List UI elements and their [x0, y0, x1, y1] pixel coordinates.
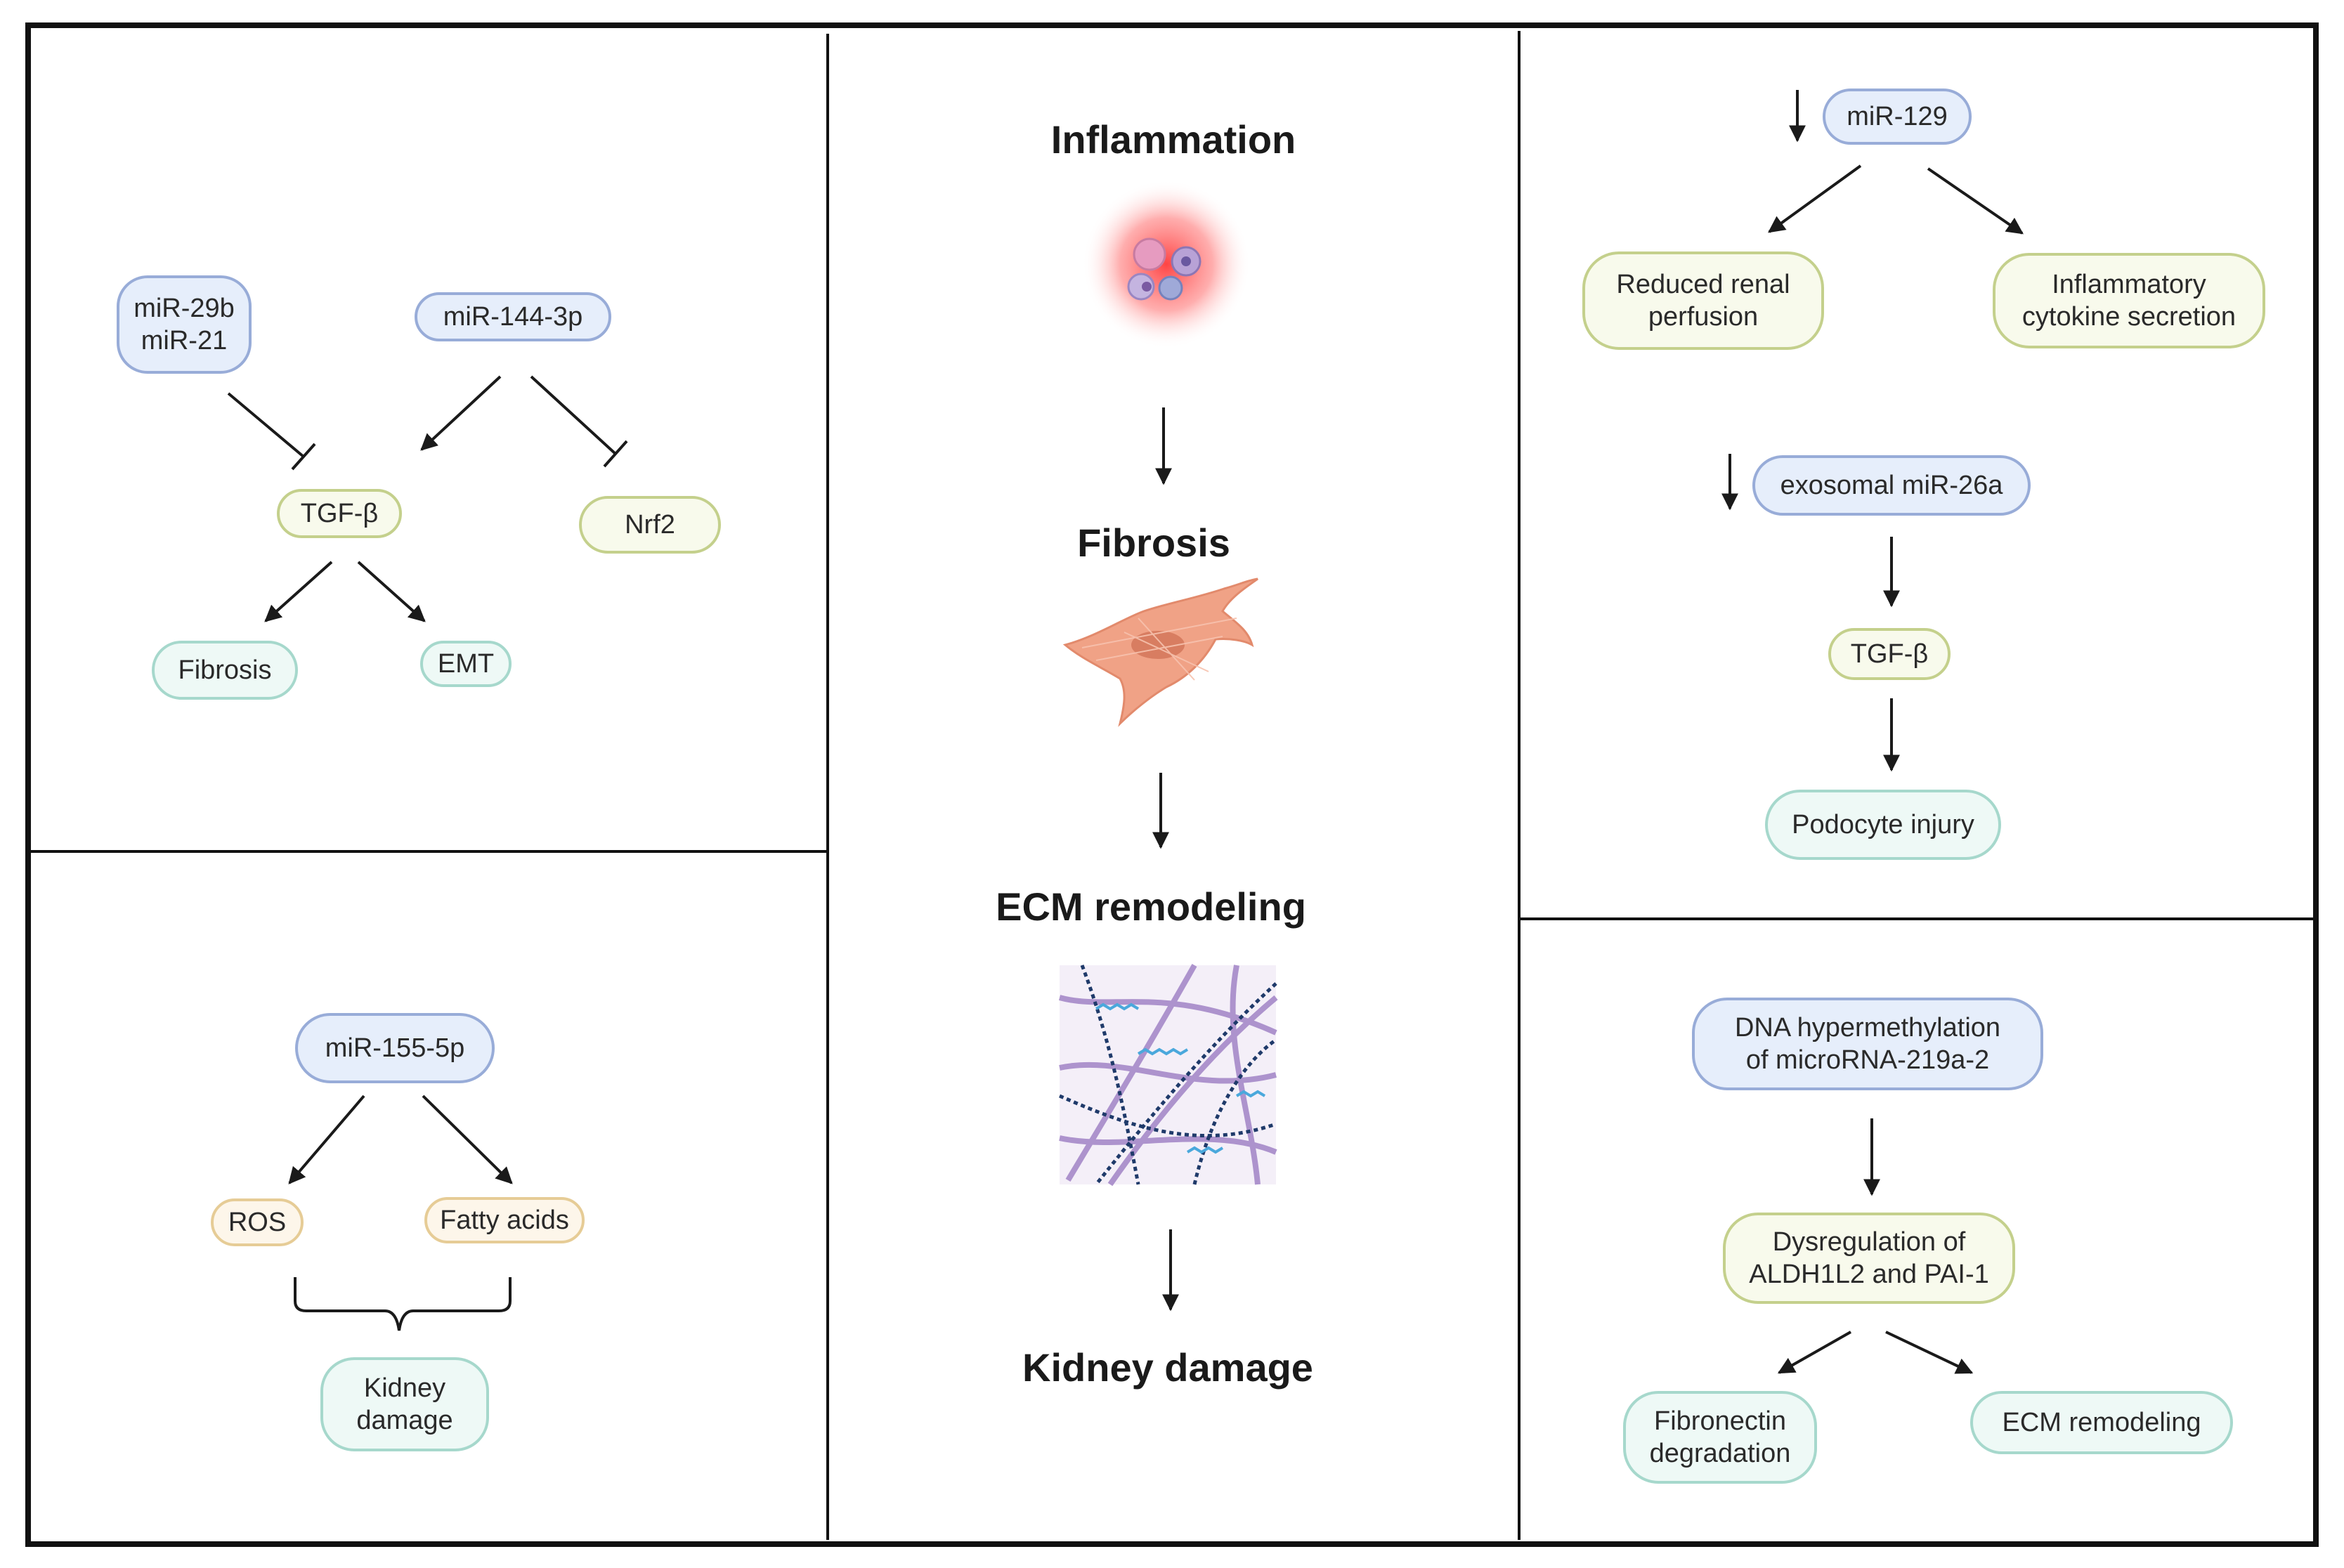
fibroblast-cell-icon	[1062, 577, 1258, 727]
outcome-node-podocyte-injury: Podocyte injury	[1765, 790, 2001, 860]
target-node-tgfb: TGF-β	[277, 489, 402, 538]
outcome-node-kidney-damage: Kidney damage	[320, 1357, 489, 1451]
metabolite-node-ros: ROS	[211, 1198, 304, 1246]
outcome-node-cytokine-secretion: Inflammatory cytokine secretion	[1993, 253, 2265, 348]
center-title-inflammation: Inflammation	[1050, 117, 1296, 162]
target-node-nrf2: Nrf2	[579, 496, 721, 554]
center-title-fibrosis: Fibrosis	[1077, 521, 1230, 565]
brace	[294, 1277, 512, 1331]
target-node-tgfb-right: TGF-β	[1828, 628, 1951, 680]
outcome-node-fibronectin-degradation: Fibronectin degradation	[1623, 1391, 1817, 1484]
target-node-dysregulation: Dysregulation of ALDH1L2 and PAI-1	[1723, 1213, 2015, 1304]
extracellular-matrix-icon	[1058, 964, 1278, 1187]
center-title-kidney-damage: Kidney damage	[1022, 1345, 1313, 1390]
mirna-node-mir155: miR-155-5p	[295, 1013, 495, 1083]
mirna-node-exosomal-mir26a: exosomal miR-26a	[1752, 455, 2031, 516]
mirna-node-mir144: miR-144-3p	[415, 292, 611, 341]
outcome-node-fibrosis: Fibrosis	[152, 641, 298, 700]
center-arrows	[1152, 407, 1179, 1312]
top-left-arrows	[227, 375, 628, 622]
top-right-arrows	[1721, 90, 2024, 772]
center-title-ecm-remodeling: ECM remodeling	[996, 884, 1306, 929]
outcome-node-reduced-perfusion: Reduced renal perfusion	[1582, 251, 1824, 350]
outcome-node-ecm-remodeling: ECM remodeling	[1970, 1391, 2233, 1454]
metabolite-node-fatty-acids: Fatty acids	[424, 1197, 585, 1243]
bottom-right-arrows	[1777, 1118, 1974, 1374]
mirna-node-mir129: miR-129	[1823, 89, 1972, 145]
outer-border	[25, 22, 2319, 1547]
outcome-node-emt: EMT	[420, 641, 512, 687]
inflammation-cells-icon	[1082, 180, 1251, 348]
mechanism-node-dna-hypermethylation: DNA hypermethylation of microRNA-219a-2	[1692, 998, 2043, 1090]
mirna-node-mir29b-mir21: miR-29b miR-21	[117, 275, 252, 374]
bottom-left-arrows	[288, 1095, 513, 1331]
